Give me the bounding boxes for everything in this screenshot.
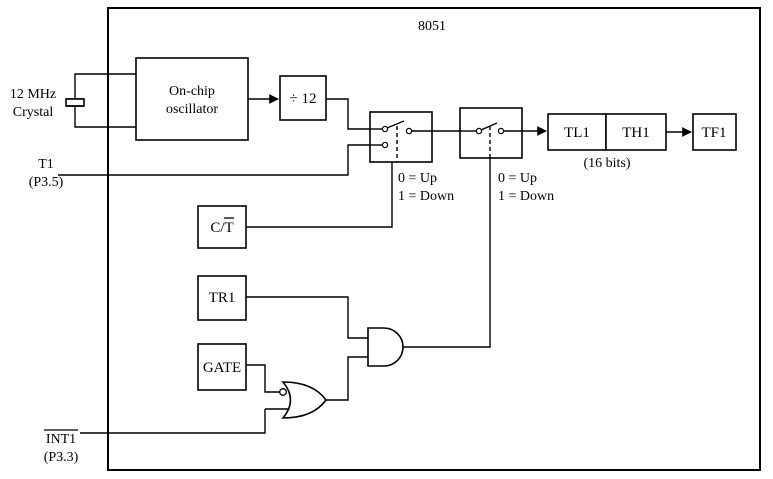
tl1-label: TL1	[564, 125, 590, 141]
switch1-up-label: 0 = Up	[398, 171, 437, 186]
tr1-box	[197, 275, 247, 321]
th1-register	[605, 113, 667, 151]
chip-title: 8051	[418, 19, 446, 34]
or-gate-inverter-bubble	[279, 388, 287, 396]
switch2-down-label: 1 = Down	[498, 189, 554, 204]
gate-label: GATE	[203, 360, 241, 376]
gate-box	[197, 343, 247, 391]
tr1-label: TR1	[209, 290, 236, 306]
chip-boundary	[107, 7, 761, 471]
switch1-down-label: 1 = Down	[398, 189, 454, 204]
ct-select-label: C/T	[210, 220, 233, 236]
t1-input-pin: (P3.5)	[29, 175, 64, 190]
and-gate	[367, 327, 404, 367]
ct-select-box	[197, 205, 247, 249]
switch1-box	[369, 111, 433, 163]
int1-input-name: INT1	[46, 432, 76, 447]
divide-by-12-block	[279, 75, 327, 121]
switch2-up-label: 0 = Up	[498, 171, 537, 186]
counter-size-label: (16 bits)	[583, 156, 630, 171]
oscillator-label-line1: On-chip	[169, 84, 215, 99]
tl1-register	[547, 113, 607, 151]
oscillator-label-line2: oscillator	[166, 102, 218, 117]
crystal-label-line1: 12 MHz	[10, 87, 56, 102]
or-gate	[281, 381, 327, 419]
switch2-box	[459, 107, 523, 159]
tf1-label: TF1	[701, 125, 726, 141]
divide-by-12-label: ÷ 12	[290, 91, 317, 107]
th1-label: TH1	[622, 125, 650, 141]
t1-input-name: T1	[38, 157, 54, 172]
crystal-symbol	[65, 82, 85, 122]
tf1-flag	[692, 113, 737, 151]
oscillator-block	[135, 57, 249, 141]
crystal-label-line2: Crystal	[13, 105, 54, 120]
int1-input-pin: (P3.3)	[44, 450, 79, 465]
